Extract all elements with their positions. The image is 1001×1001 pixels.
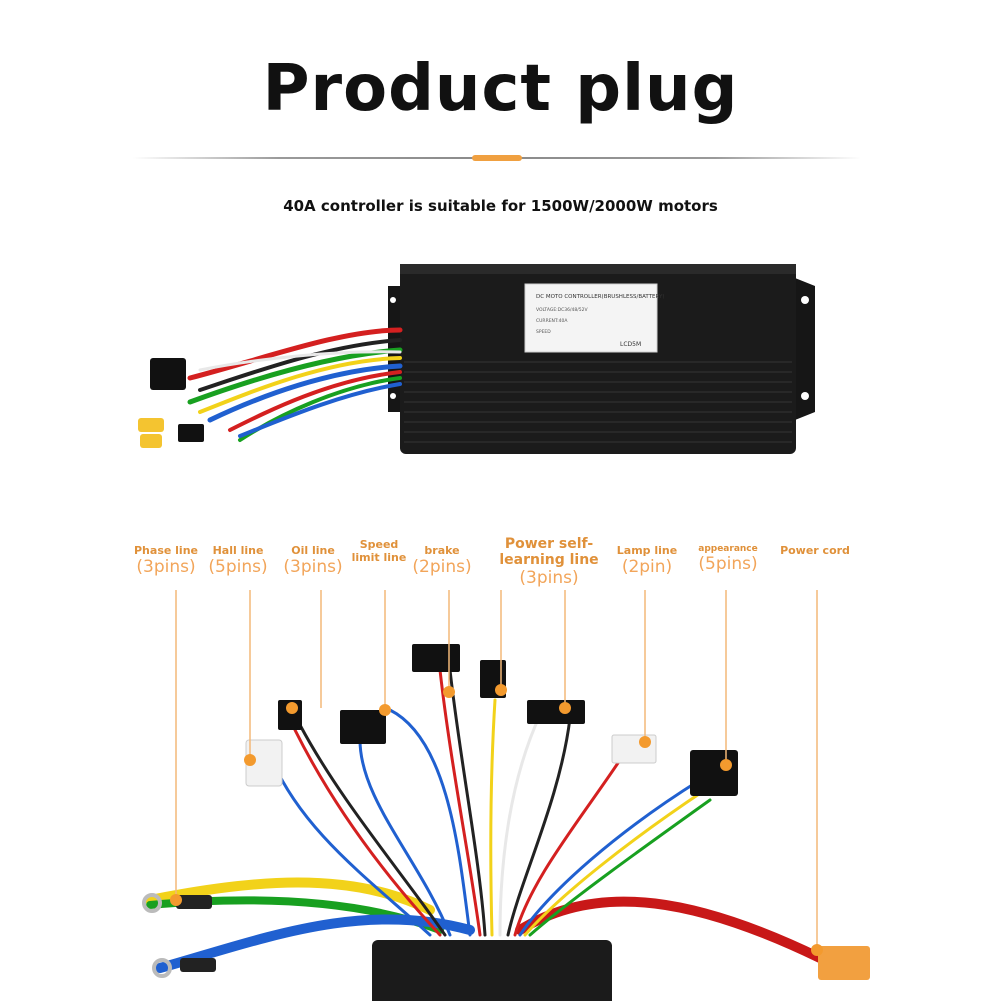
- callout-phase-line: Phase line (3pins): [134, 544, 198, 577]
- callout-hall-line: Hall line (5pins): [208, 544, 268, 577]
- right-bracket: [795, 278, 815, 420]
- left-connector: [150, 358, 186, 390]
- label-line1: DC MOTO CONTROLLER(BRUSHLESS/BATTERY): [536, 294, 665, 300]
- controller-label: [524, 283, 658, 353]
- brake-connector: [412, 644, 460, 672]
- controller-body: [400, 264, 796, 454]
- label-line2: VOLTAGE:DC36/48/52V: [536, 307, 588, 313]
- callout-power-self-learning-line: Power self-learning line (3pins): [499, 536, 599, 588]
- label-line4: SPEED: [536, 329, 551, 335]
- callout-brake: brake (2pins): [412, 544, 472, 577]
- callout-oil-line: Oil line (3pins): [283, 544, 343, 577]
- subtitle: 40A controller is suitable for 1500W/200…: [283, 197, 718, 215]
- label-model: LCD5M: [620, 341, 641, 348]
- divider-accent: [472, 155, 522, 161]
- power-cord-connector: [818, 946, 870, 980]
- label-line3: CURRENT:40A: [536, 318, 568, 324]
- callout-speed-limit-line: Speed limit line: [351, 538, 407, 564]
- phase-ring-2: [152, 958, 172, 978]
- callout-appearance: appearance (5pins): [698, 544, 758, 574]
- callout-lamp-line: Lamp line (2pin): [616, 544, 678, 577]
- callout-power-cord: Power cord: [780, 544, 850, 557]
- speed-limit-connector: [340, 710, 386, 744]
- power-connector: [527, 700, 585, 724]
- page-title: Product plug: [262, 52, 739, 126]
- appearance-connector: [690, 750, 738, 796]
- bottom-controller-body: [372, 940, 612, 1001]
- phase-ring-1: [142, 893, 162, 913]
